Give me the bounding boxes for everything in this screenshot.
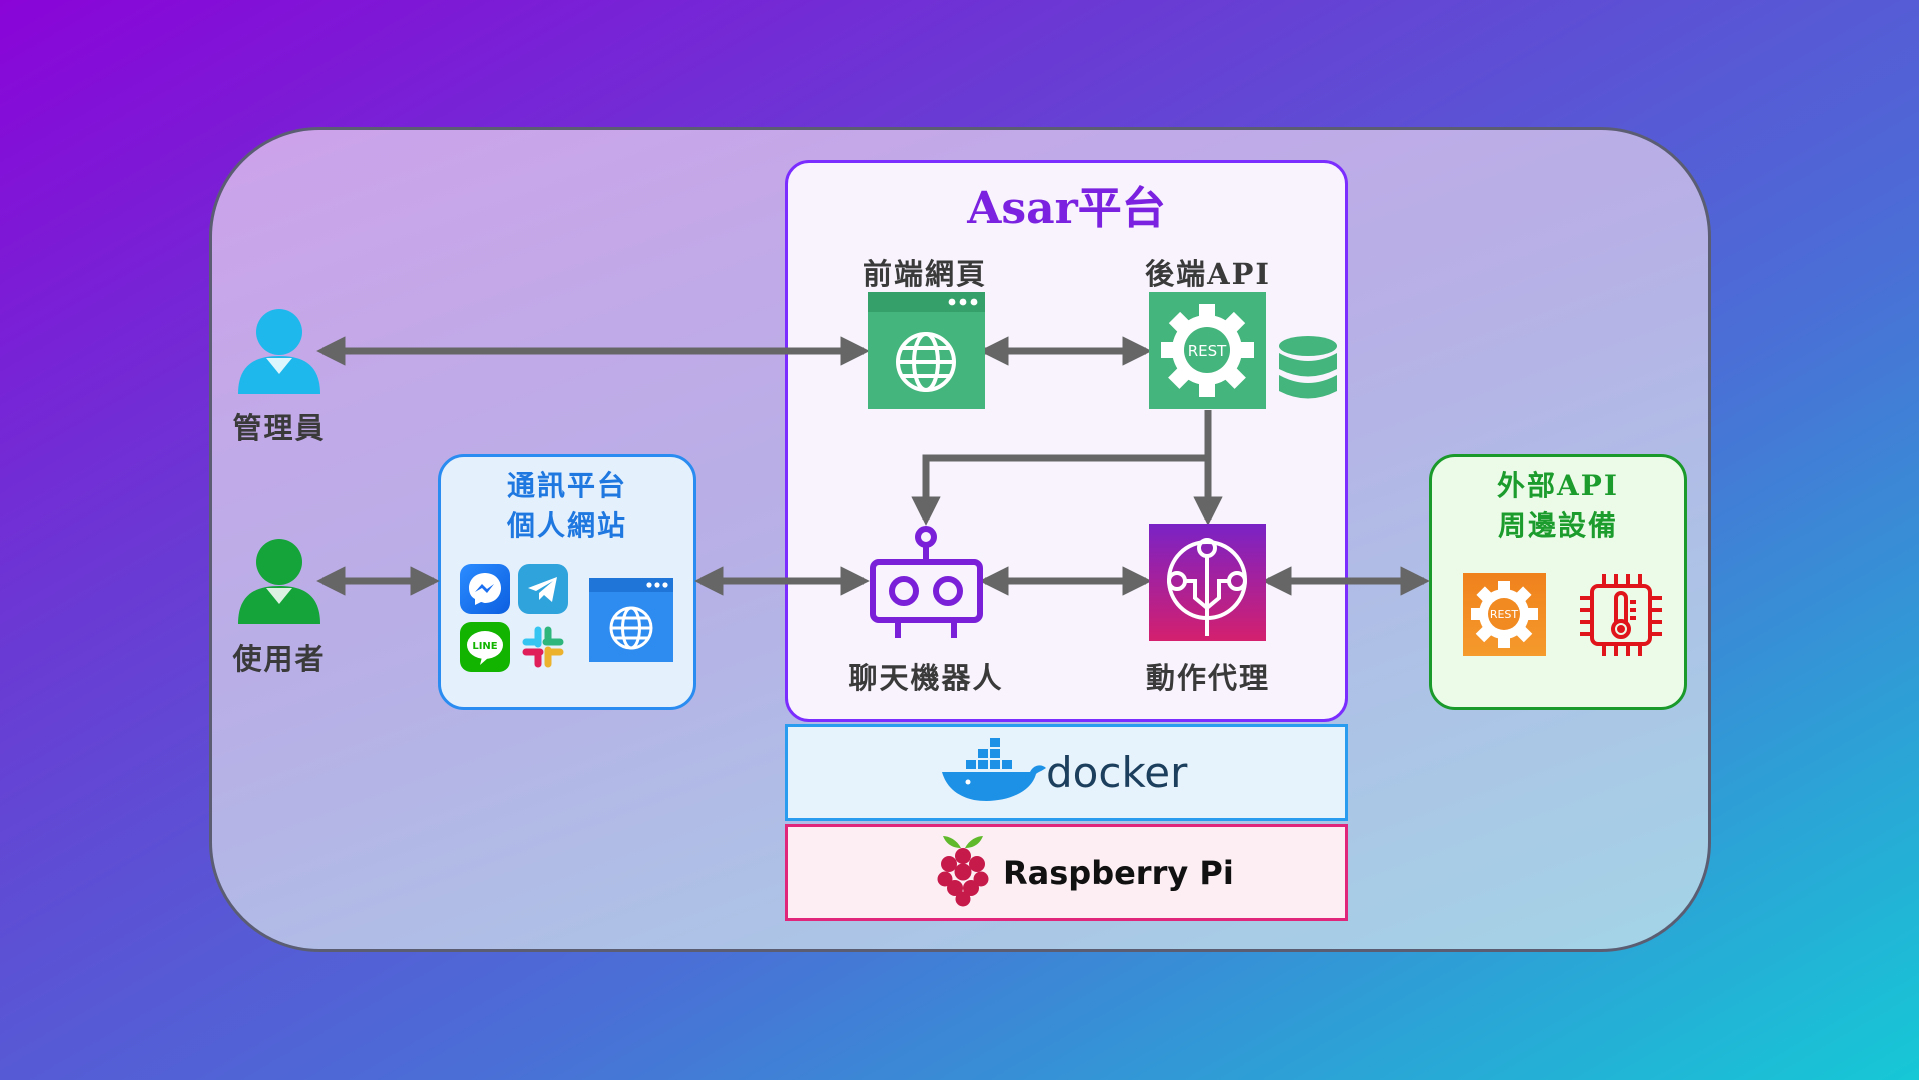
docker-layer — [785, 724, 1348, 821]
ext-line-2: 周邊設備 — [1497, 509, 1618, 542]
rest-text: REST — [1490, 608, 1519, 621]
raspberry-icon — [931, 832, 995, 908]
user-label: 使用者 — [232, 642, 326, 676]
raspberry-pi-label: Raspberry Pi — [1003, 854, 1234, 892]
raspberry-pi-layer — [785, 824, 1348, 921]
asar-platform-title: Asar平台 — [967, 183, 1166, 234]
database-icon — [1278, 336, 1338, 408]
chatbot-label: 聊天機器人 — [848, 661, 1004, 695]
slack-icon — [518, 622, 568, 672]
external-api-title: 外部API 周邊設備 — [1429, 466, 1687, 546]
rest-gear-icon: REST — [1463, 573, 1546, 656]
person-icon — [236, 306, 322, 394]
person-icon — [236, 536, 322, 624]
robot-icon — [868, 524, 985, 641]
browser-globe-icon — [589, 578, 673, 662]
rest-gear-icon: REST — [1149, 292, 1266, 409]
browser-globe-icon — [868, 292, 985, 409]
admin-label: 管理員 — [232, 411, 326, 445]
docker-label: docker — [1046, 748, 1188, 797]
arrow-backend-chatbot — [911, 454, 1208, 526]
line-icon: LINE — [460, 622, 510, 672]
action-agent-label: 動作代理 — [1145, 661, 1270, 695]
backend-label: 後端API — [1145, 257, 1271, 291]
thermometer-chip-icon — [1578, 572, 1664, 658]
rest-text: REST — [1188, 342, 1227, 360]
docker-whale-icon — [938, 738, 1048, 808]
ai-circuit-icon — [1149, 524, 1266, 641]
communication-platform-title: 通訊平台 個人網站 — [438, 466, 696, 546]
frontend-label: 前端網頁 — [862, 257, 987, 291]
line-app-text: LINE — [472, 641, 497, 652]
messenger-icon — [460, 564, 510, 614]
telegram-icon — [518, 564, 568, 614]
ext-line-1: 外部API — [1497, 469, 1619, 502]
comm-line-1: 通訊平台 — [506, 469, 627, 502]
external-api-box — [1429, 454, 1687, 710]
comm-line-2: 個人網站 — [506, 509, 627, 542]
